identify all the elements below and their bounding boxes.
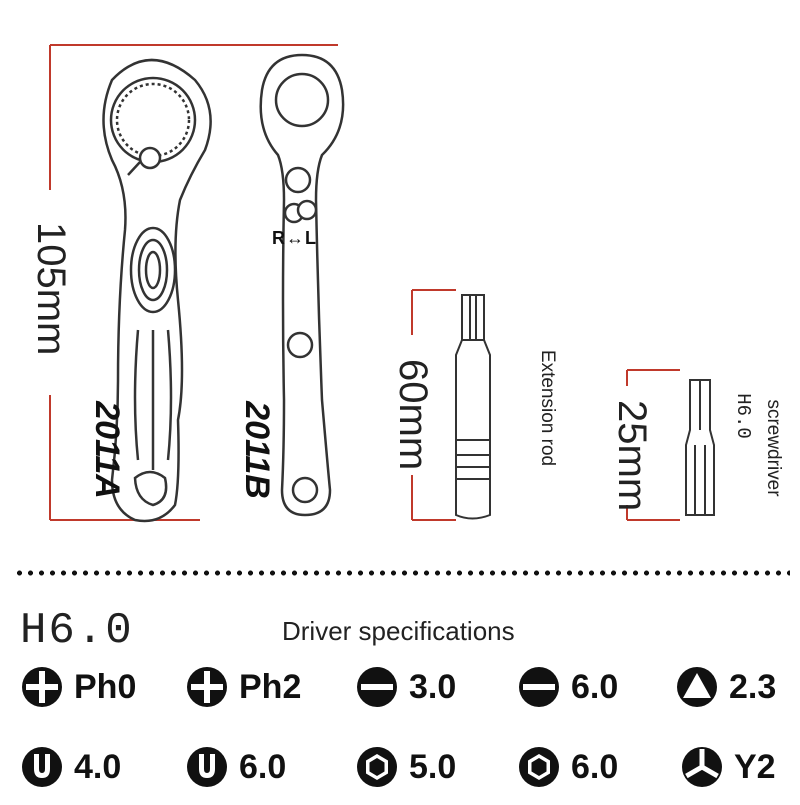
u-shape-icon bbox=[187, 747, 227, 787]
spec-label: 6.0 bbox=[239, 747, 287, 786]
spec-ph2: Ph2 bbox=[185, 665, 301, 709]
wrench-2011a bbox=[102, 58, 212, 523]
spec-row-1: Ph0 Ph2 3.0 6.0 2.3 bbox=[0, 665, 800, 725]
spec-ph0: Ph0 bbox=[20, 665, 136, 709]
tri-wing-icon bbox=[682, 747, 722, 787]
spec-u-6: 6.0 bbox=[185, 745, 286, 789]
extension-rod bbox=[455, 294, 491, 520]
spec-label: Ph0 bbox=[74, 667, 137, 706]
u-shape-icon bbox=[22, 747, 62, 787]
bit-length-label: 25mm bbox=[610, 400, 654, 512]
spec-label: 2.3 bbox=[729, 667, 777, 706]
spec-label: Y2 bbox=[734, 747, 776, 786]
wrench-length-label: 105mm bbox=[29, 222, 73, 356]
spec-hex-6: 6.0 bbox=[517, 745, 618, 789]
spec-label: Ph2 bbox=[239, 667, 302, 706]
hex-icon bbox=[519, 747, 559, 787]
spec-label: 4.0 bbox=[74, 747, 122, 786]
spec-label: 6.0 bbox=[571, 667, 619, 706]
wrench-2011b bbox=[259, 53, 345, 517]
spec-u-4: 4.0 bbox=[20, 745, 121, 789]
slotted-icon bbox=[519, 667, 559, 707]
phillips-icon bbox=[22, 667, 62, 707]
direction-label: R↔L bbox=[272, 228, 317, 248]
screwdriver-label: screwdriver bbox=[763, 399, 784, 497]
screwdriver-bit bbox=[685, 379, 715, 516]
extension-rod-label: Extension rod bbox=[537, 349, 558, 467]
spec-label: 3.0 bbox=[409, 667, 457, 706]
screwdriver-size-label: H6.0 bbox=[732, 393, 754, 439]
spec-triangle-2-3: 2.3 bbox=[675, 665, 776, 709]
spec-row-2: 4.0 6.0 5.0 6.0 Y2 bbox=[0, 745, 800, 805]
hex-icon bbox=[357, 747, 397, 787]
model-2011b-label: 2011B bbox=[238, 401, 276, 499]
dimension-lines bbox=[49, 44, 680, 521]
spec-label: 5.0 bbox=[409, 747, 457, 786]
phillips-icon bbox=[187, 667, 227, 707]
dotted-divider bbox=[14, 570, 790, 576]
triangle-icon bbox=[677, 667, 717, 707]
spec-slot-3: 3.0 bbox=[355, 665, 456, 709]
spec-y2: Y2 bbox=[680, 745, 776, 789]
spec-title: Driver specifications bbox=[282, 616, 515, 646]
slotted-icon bbox=[357, 667, 397, 707]
spec-label: 6.0 bbox=[571, 747, 619, 786]
hex-size-label: H6.0 bbox=[20, 606, 134, 656]
spec-hex-5: 5.0 bbox=[355, 745, 456, 789]
extension-length-label: 60mm bbox=[391, 359, 435, 471]
spec-slot-6: 6.0 bbox=[517, 665, 618, 709]
model-2011a-label: 2011A bbox=[88, 401, 126, 499]
